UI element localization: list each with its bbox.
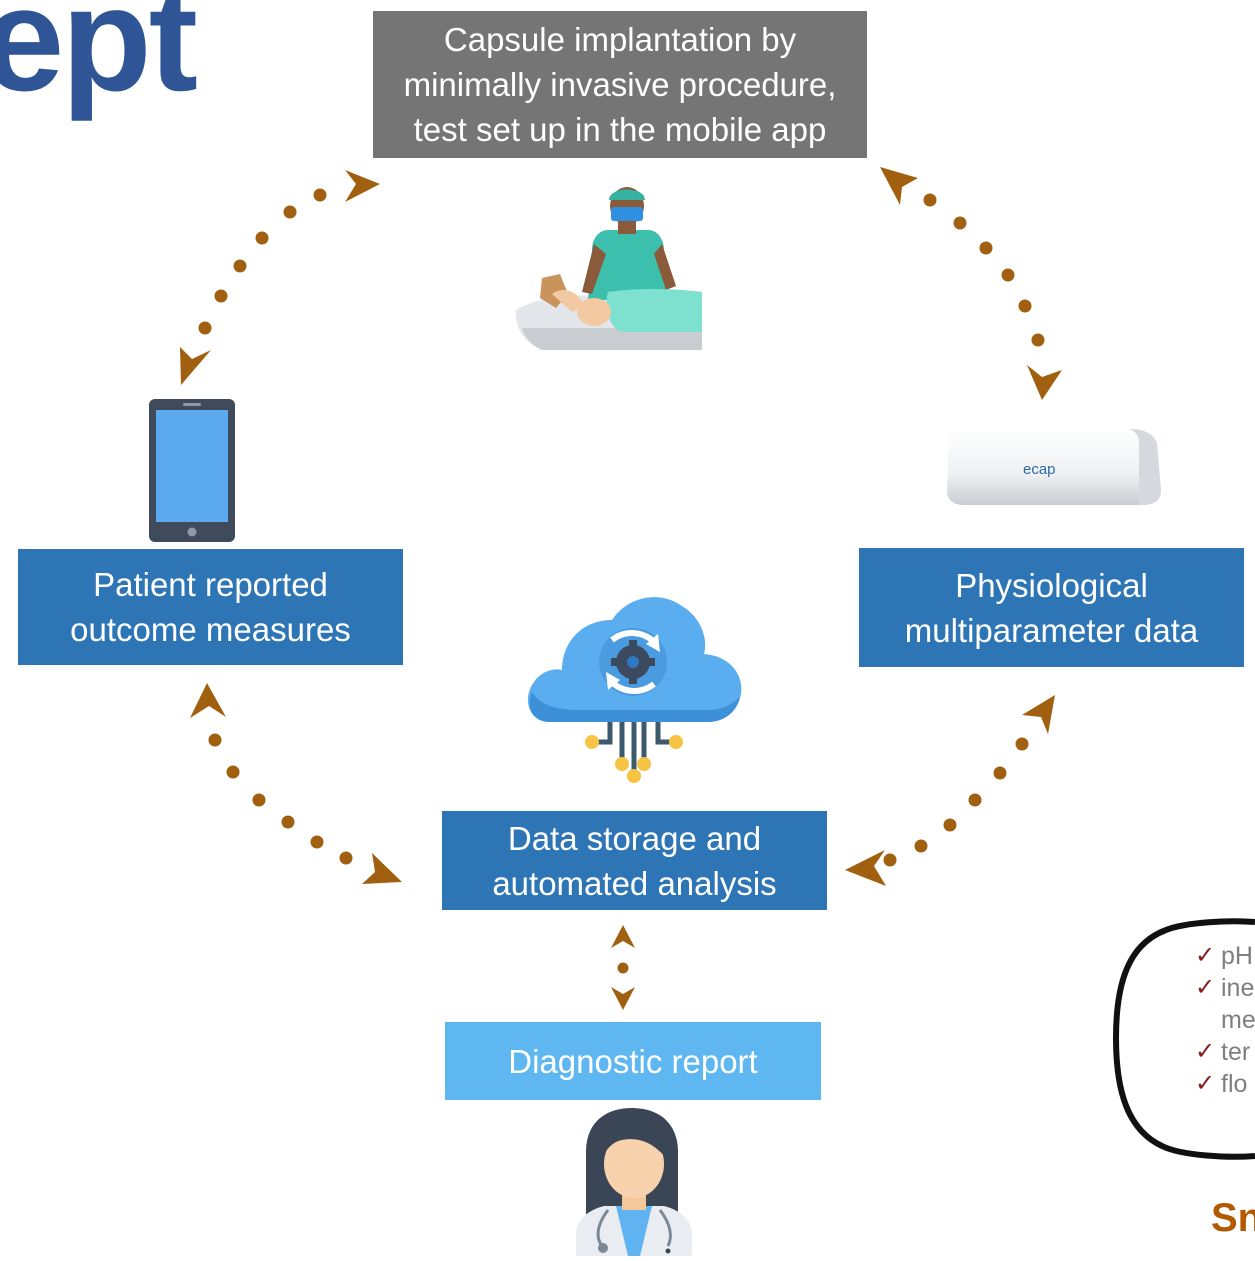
arrowhead-to-implantation-right: [880, 167, 918, 205]
data-storage-box: Data storage and automated analysis: [442, 811, 827, 910]
list-item: me: [1221, 1006, 1255, 1034]
footer-label-fragment: Sn: [1211, 1196, 1255, 1240]
checkmark-icon: ✓: [1195, 1070, 1216, 1097]
checkmark-icon: ✓: [1195, 1038, 1216, 1065]
surgeon-with-patient-icon: [515, 187, 702, 350]
prom-box: Patient reported outcome measures: [18, 549, 403, 665]
cloud-computing-icon: [527, 597, 742, 783]
dots-top-left: [198, 188, 327, 335]
dots-bottom-right: [883, 737, 1029, 867]
page-title-fragment: ept: [0, 0, 198, 122]
implantation-step-box: Capsule implantation by minimally invasi…: [373, 11, 867, 158]
capsule-device-icon: ecap: [947, 429, 1161, 505]
speech-bubble-outline: [1112, 918, 1255, 1160]
dot-center: [617, 962, 629, 974]
dots-top-right: [923, 193, 1045, 347]
arrowhead-to-implantation: [345, 170, 380, 202]
physiological-data-box: Physiological multiparameter data: [859, 548, 1244, 667]
list-item: ✓flo: [1195, 1070, 1248, 1098]
device-label: ecap: [1023, 461, 1056, 478]
arrowhead-to-prom: [190, 683, 226, 718]
arrowhead-to-storage-left: [362, 853, 402, 884]
arrowhead-down-report: [611, 987, 635, 1010]
feature-list: ✓pH ✓ine me ✓ter ✓flo: [1195, 940, 1255, 1100]
checkmark-icon: ✓: [1195, 942, 1216, 969]
doctor-icon: [576, 1108, 692, 1256]
arrowhead-to-physiological: [1022, 695, 1055, 734]
arrowhead-to-tablet: [180, 347, 211, 385]
arrowhead-to-storage-right: [845, 850, 886, 886]
list-item: ✓ter: [1195, 1038, 1251, 1066]
arrowhead-to-capsule: [1027, 365, 1062, 400]
list-item: ✓ine: [1195, 974, 1255, 1002]
arrowhead-up-storage: [611, 925, 635, 948]
dots-bottom-left: [208, 733, 353, 865]
checkmark-icon: ✓: [1195, 974, 1216, 1001]
tablet-icon: [149, 399, 235, 542]
diagnostic-report-box: Diagnostic report: [445, 1022, 821, 1100]
list-item: ✓pH: [1195, 942, 1253, 970]
